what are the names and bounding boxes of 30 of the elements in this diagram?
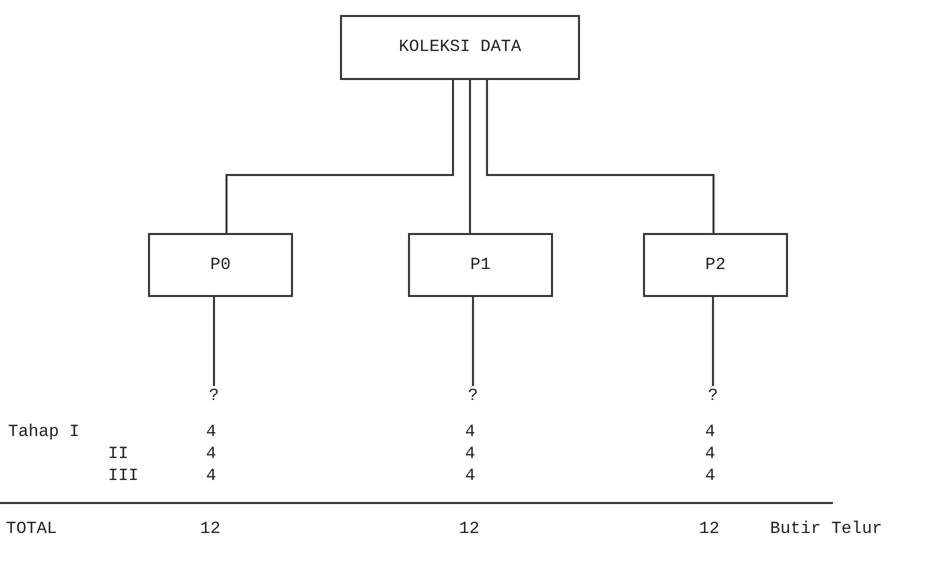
connector-line <box>712 297 714 386</box>
table-text: 4 <box>206 445 216 465</box>
table-text: Butir Telur <box>770 520 882 540</box>
table-text: 12 <box>200 520 220 540</box>
process-box: P2 <box>643 233 788 297</box>
table-text: 12 <box>459 520 480 540</box>
table-text: II <box>108 445 128 465</box>
table-text: 4 <box>465 445 476 465</box>
table-text: 4 <box>705 445 716 465</box>
table-text: 4 <box>206 467 216 487</box>
connector-line <box>213 297 215 386</box>
table-text: 4 <box>705 423 716 443</box>
end-mark-text: ? <box>705 386 721 406</box>
table-text: 12 <box>699 520 720 540</box>
table-text: Tahap I <box>8 423 80 443</box>
connector-line <box>472 297 474 386</box>
connector-line <box>226 80 454 233</box>
table-text: 4 <box>705 467 716 487</box>
process-box: KOLEKSI DATA <box>340 15 580 80</box>
end-mark-text: ? <box>465 386 481 406</box>
process-box: P1 <box>408 233 553 297</box>
table-text: TOTAL <box>6 520 58 540</box>
table-text: 4 <box>206 423 216 443</box>
connector-line <box>486 80 714 233</box>
end-mark-text: ? <box>206 386 222 406</box>
process-box: P0 <box>148 233 293 297</box>
table-text: III <box>108 467 139 487</box>
connector-line <box>469 80 471 233</box>
table-text: 4 <box>465 467 476 487</box>
table-text: 4 <box>465 423 476 443</box>
